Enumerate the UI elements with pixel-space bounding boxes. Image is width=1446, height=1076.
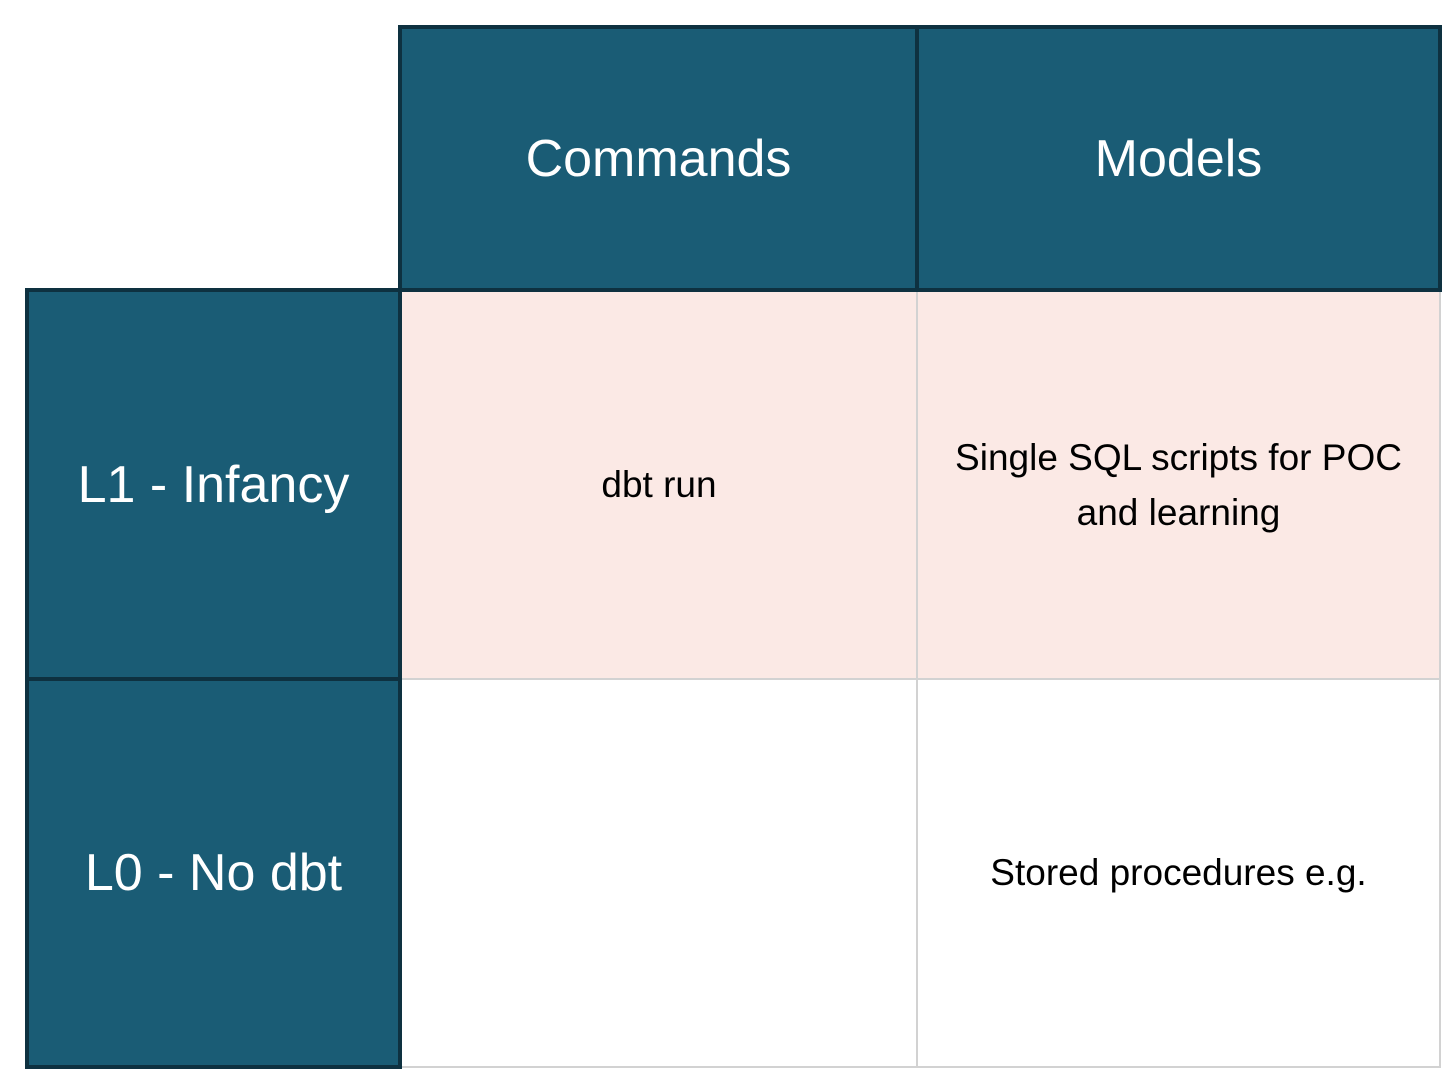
maturity-table: Commands Models L1 - Infancy dbt run Sin… (25, 25, 1442, 1069)
corner-spacer (27, 27, 400, 290)
column-header-models: Models (915, 25, 1442, 292)
cell-l0-models: Stored procedures e.g. (916, 678, 1441, 1068)
header-row: Commands Models (27, 25, 1442, 292)
cell-l1-commands: dbt run (399, 289, 918, 680)
column-header-commands: Commands (398, 25, 919, 292)
row-header-l0-no-dbt: L0 - No dbt (25, 677, 402, 1069)
row-header-l1-infancy: L1 - Infancy (25, 288, 402, 681)
row-l0-no-dbt: L0 - No dbt Stored procedures e.g. (25, 677, 1441, 1069)
cell-l1-models-text: Single SQL scripts for POC and learning (955, 436, 1402, 534)
cell-l1-models: Single SQL scripts for POC and learning (916, 289, 1441, 680)
row-l1-infancy: L1 - Infancy dbt run Single SQL scripts … (25, 288, 1441, 681)
cell-l0-commands (399, 678, 918, 1068)
